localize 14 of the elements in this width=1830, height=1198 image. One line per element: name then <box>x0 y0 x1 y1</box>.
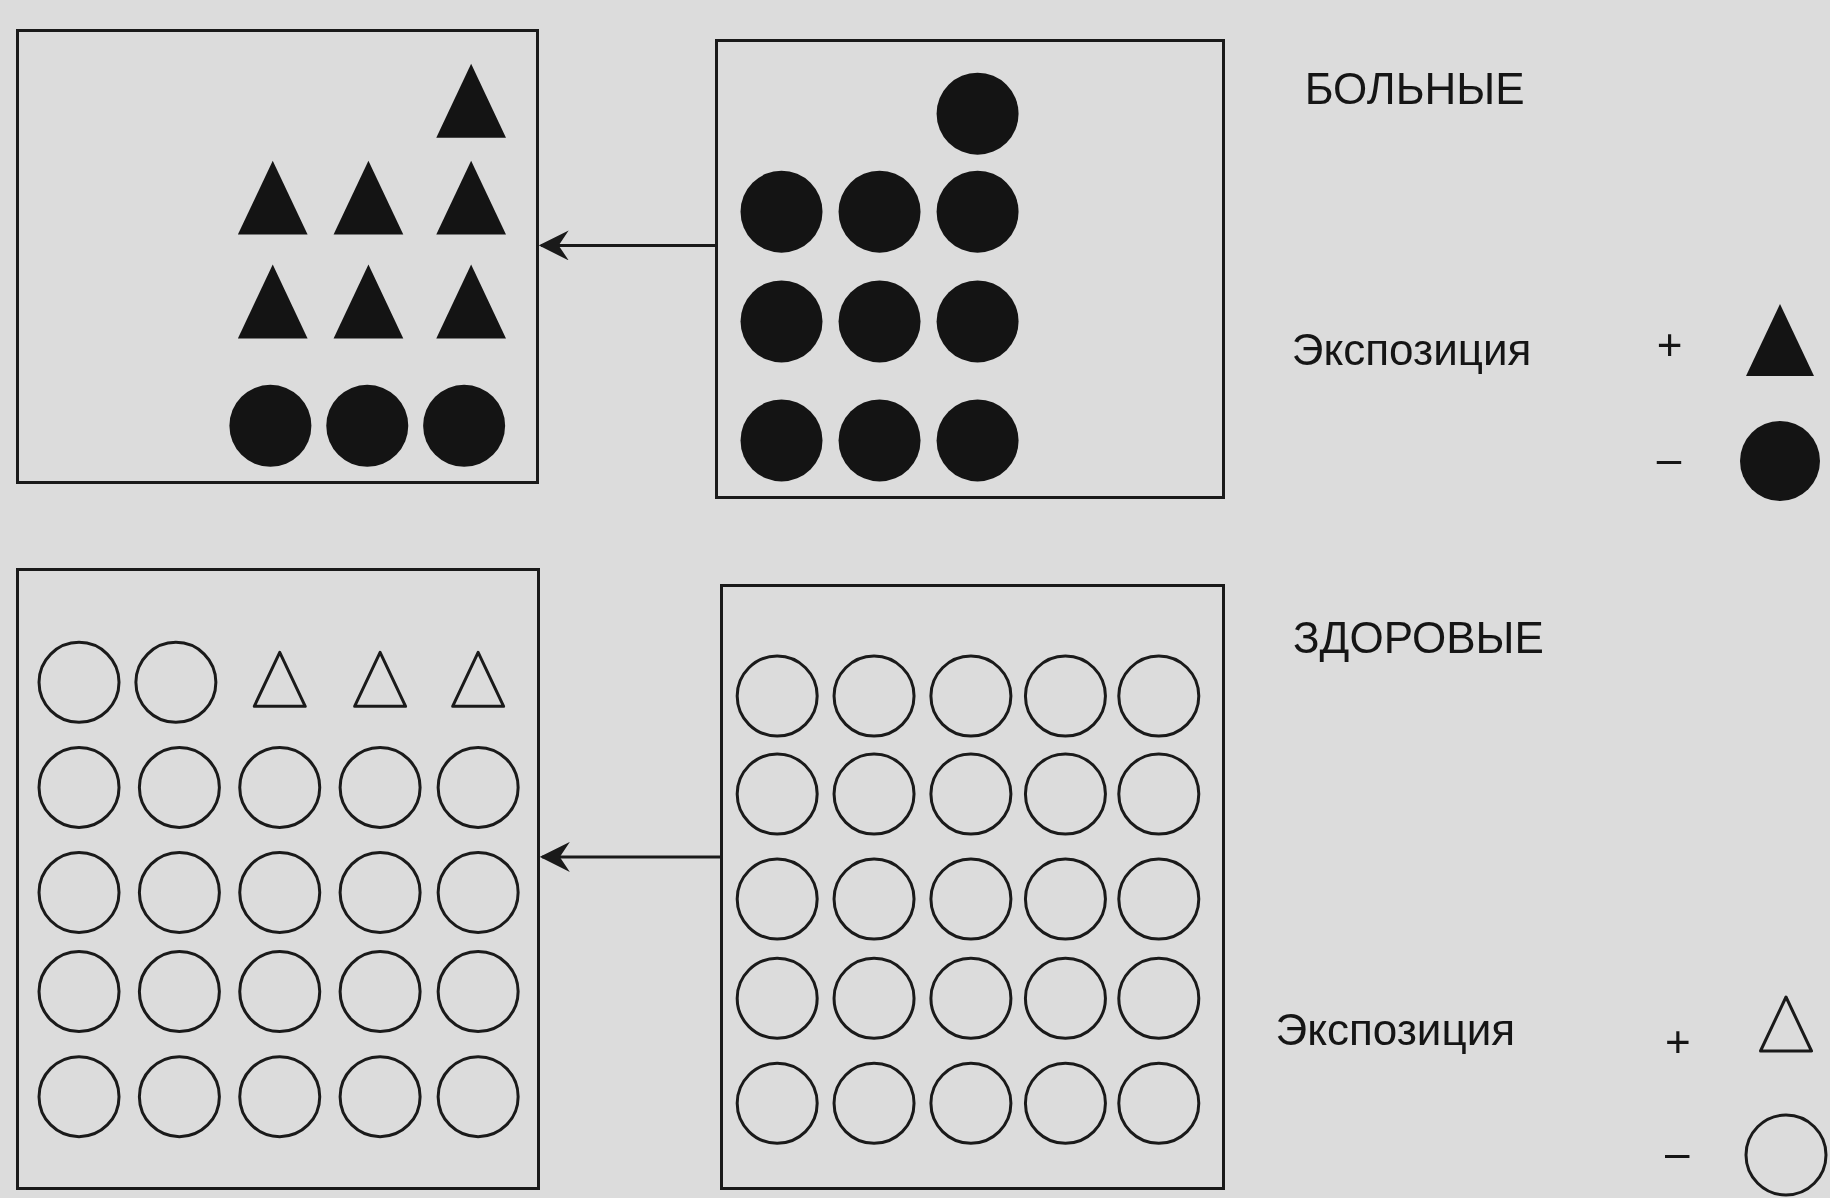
legend-sign: + <box>1656 322 1683 367</box>
legend-title: Экспозиция <box>1275 1007 1516 1052</box>
group-heading: БОЛЬНЫЕ <box>1304 67 1525 111</box>
arrow <box>538 230 716 261</box>
legend-sign: – <box>1664 1131 1690 1176</box>
legend-sign: + <box>1664 1020 1691 1065</box>
sample-box <box>720 583 1226 1191</box>
legend-sign: – <box>1656 436 1682 481</box>
arrow <box>539 841 721 872</box>
legend-title: Экспозиция <box>1291 328 1532 373</box>
group-heading: ЗДОРОВЫЕ <box>1293 615 1544 660</box>
sample-box <box>16 29 540 485</box>
sample-box <box>715 38 1226 500</box>
sample-box <box>16 568 541 1191</box>
